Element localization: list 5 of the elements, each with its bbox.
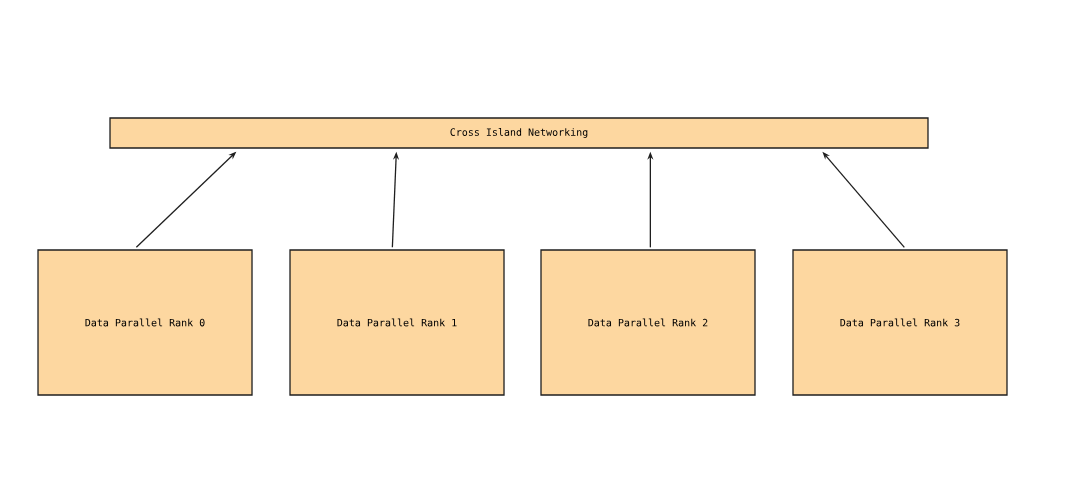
network-bar: Cross Island Networking <box>109 117 929 149</box>
process-box: Data Parallel Rank 1 <box>289 249 505 396</box>
process-box: Data Parallel Rank 3 <box>792 249 1008 396</box>
process-box: Data Parallel Rank 2 <box>540 249 756 396</box>
process-box: Data Parallel Rank 0 <box>37 249 253 396</box>
